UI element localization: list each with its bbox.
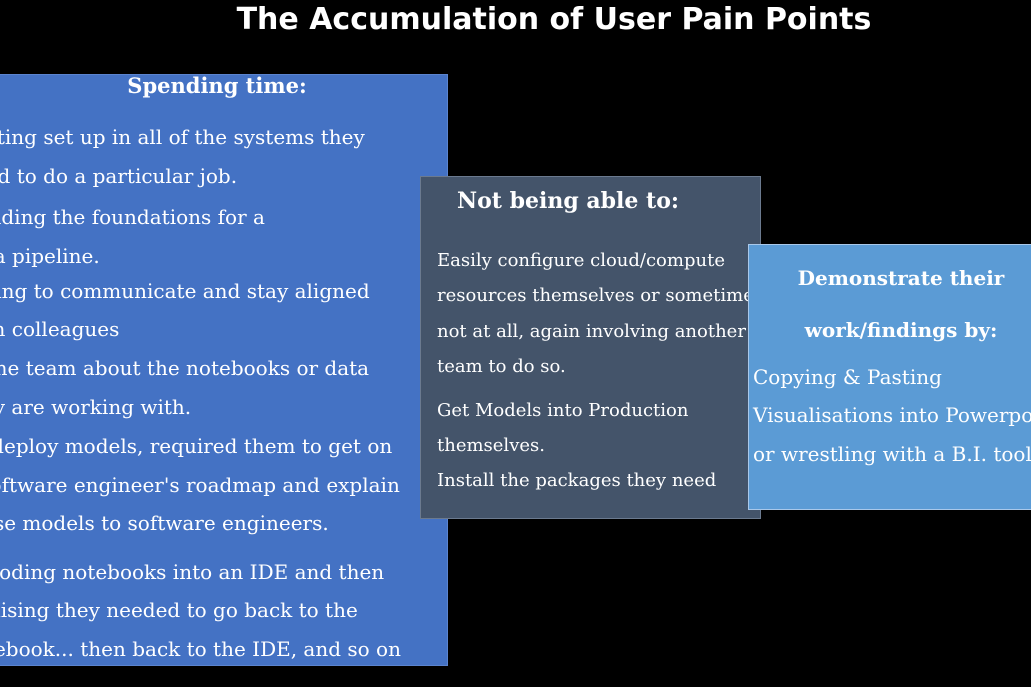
not-being-able-to-line: resources themselves or sometimes: [437, 285, 761, 306]
not-being-able-to-line: Easily configure cloud/compute: [437, 250, 725, 271]
spending-time-line: with colleagues: [0, 317, 120, 341]
spending-time-line: Getting set up in all of the systems the…: [0, 125, 365, 149]
spending-time-line: those models to software engineers.: [0, 511, 329, 535]
demonstrate-work-card: Demonstrate their work/findings by: Copy…: [748, 244, 1031, 510]
not-being-able-to-line: team to do so.: [437, 356, 566, 377]
spending-time-line: a software engineer's roadmap and explai…: [0, 473, 400, 497]
demonstrate-line: Visualisations into Powerpoint: [753, 403, 1031, 427]
demonstrate-heading-line: Demonstrate their: [797, 266, 1005, 290]
not-being-able-to-line: themselves.: [437, 435, 545, 456]
spending-time-line: Trying to communicate and stay aligned: [0, 279, 370, 303]
spending-time-card: Spending time: Getting set up in all of …: [0, 74, 448, 666]
demonstrate-line: Copying & Pasting: [753, 365, 942, 389]
spending-time-heading: Spending time:: [127, 74, 307, 98]
spending-time-line: data pipeline.: [0, 244, 100, 268]
spending-time-line: notebook... then back to the IDE, and so…: [0, 637, 401, 661]
not-being-able-to-line: Install the packages they need: [437, 470, 717, 491]
spending-time-line: Recoding notebooks into an IDE and then: [0, 560, 385, 584]
spending-time-line: realising they needed to go back to the: [0, 598, 358, 622]
spending-time-line: To deploy models, required them to get o…: [0, 434, 393, 458]
not-being-able-to-heading: Not being able to:: [457, 188, 679, 214]
not-being-able-to-card: Not being able to: Easily configure clou…: [420, 176, 761, 519]
spending-time-line: need to do a particular job.: [0, 164, 238, 188]
page-title: The Accumulation of User Pain Points: [236, 2, 872, 37]
spending-time-line: they are working with.: [0, 395, 192, 419]
demonstrate-heading-line: work/findings by:: [804, 318, 998, 342]
demonstrate-line: or wrestling with a B.I. tool.: [753, 442, 1031, 466]
spending-time-line: in the team about the notebooks or data: [0, 356, 370, 380]
spending-time-line: Building the foundations for a: [0, 205, 265, 229]
not-being-able-to-line: Get Models into Production: [437, 400, 689, 421]
not-being-able-to-line: not at all, again involving another: [437, 321, 746, 342]
